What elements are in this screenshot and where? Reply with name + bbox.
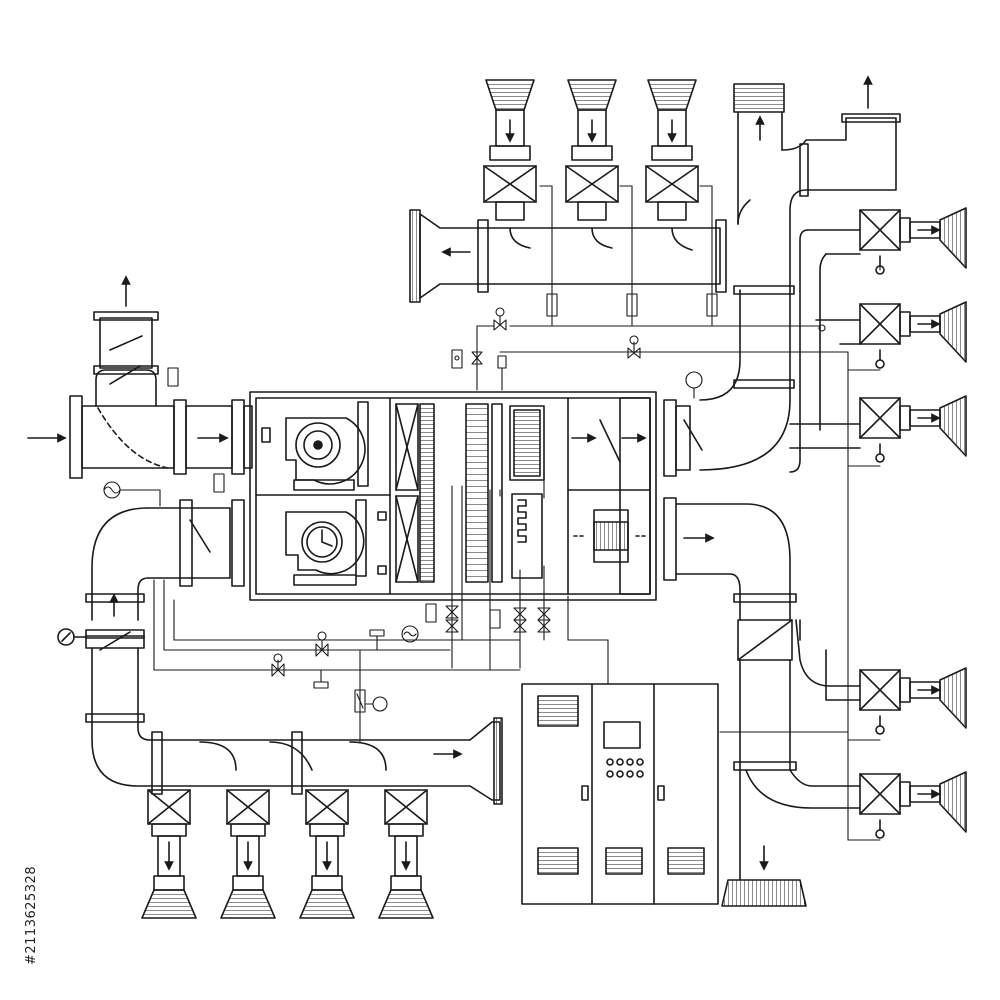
side-terminal-units — [859, 207, 967, 839]
lower-supply-duct — [151, 717, 503, 805]
side-unit-4 — [859, 667, 967, 735]
terminal-unit-2 — [220, 789, 276, 919]
stock-id-text: #211362532​8 — [24, 865, 39, 965]
cooling-coil — [509, 405, 545, 579]
terminal-unit-3 — [299, 789, 355, 919]
ceiling-diffuser-2 — [565, 79, 619, 221]
side-unit-3 — [859, 395, 967, 463]
heating-coil — [465, 403, 503, 583]
upper-exhaust-duct — [409, 209, 727, 303]
outdoor-air-intake — [27, 275, 253, 479]
upper-terminal-units — [483, 79, 699, 221]
supply-fan-icon — [261, 401, 369, 491]
side-unit-5 — [859, 771, 967, 839]
return-air-duct — [57, 499, 245, 787]
stock-id-vertical: #211362532​8 — [6, 760, 39, 965]
filter-section — [395, 403, 435, 583]
right-branch-ducts — [789, 229, 861, 701]
return-fan-icon — [285, 499, 387, 586]
ceiling-diffuser-3 — [645, 79, 699, 221]
ceiling-diffuser-1 — [483, 79, 537, 221]
terminal-unit-1 — [141, 789, 197, 919]
vertical-risers — [663, 75, 901, 907]
control-wiring — [103, 185, 881, 841]
side-unit-2 — [859, 301, 967, 369]
terminal-unit-4 — [378, 789, 434, 919]
air-handling-unit — [249, 391, 657, 601]
lower-terminal-units — [141, 789, 434, 919]
control-panel — [521, 683, 719, 905]
humidifier — [573, 509, 647, 563]
mixing-section — [571, 419, 647, 463]
side-unit-1 — [859, 207, 967, 275]
